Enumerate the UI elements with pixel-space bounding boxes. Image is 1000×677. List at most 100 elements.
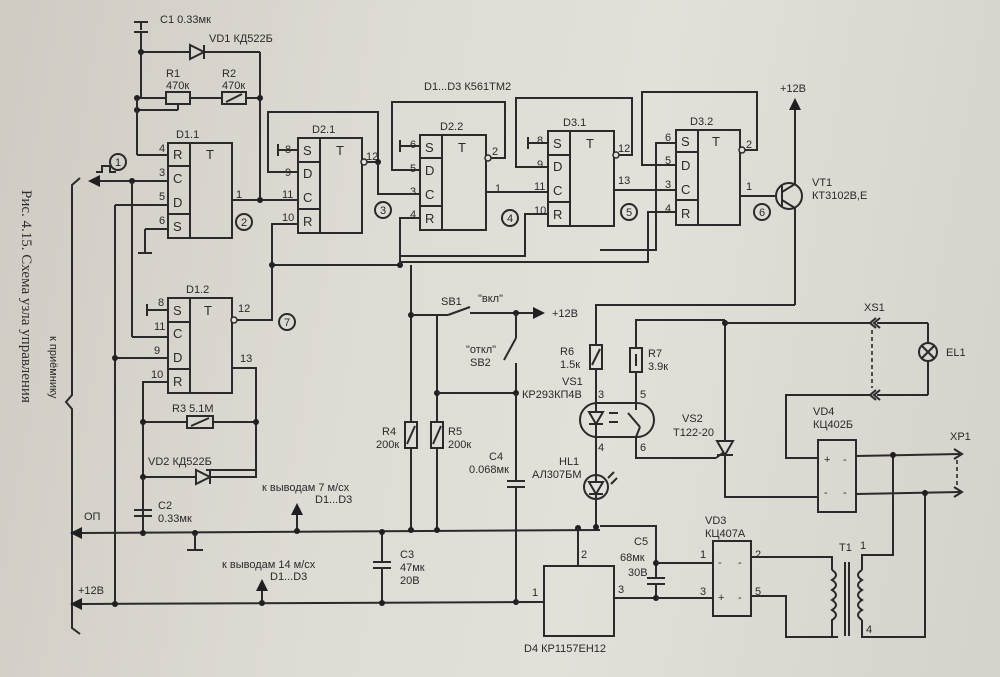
- svg-text:4: 4: [665, 203, 671, 215]
- svg-text:9: 9: [537, 159, 543, 171]
- svg-text:10: 10: [534, 205, 546, 217]
- test-point-2: 2: [235, 213, 253, 231]
- svg-text:C5: C5: [634, 536, 648, 548]
- receiver-brace: [64, 177, 81, 635]
- svg-text:T: T: [712, 134, 720, 149]
- svg-text:200к: 200к: [448, 439, 471, 451]
- svg-text:R7: R7: [648, 348, 662, 360]
- svg-text:C: C: [425, 187, 434, 202]
- svg-text:6: 6: [759, 207, 765, 219]
- svg-text:11: 11: [534, 181, 545, 193]
- svg-text:S: S: [303, 143, 312, 158]
- transistor-vt1: +12В VT1 КТ3102В,Е: [740, 83, 867, 305]
- svg-text:VS2: VS2: [682, 413, 703, 425]
- flipflop-d1-1: D1.1 R C D S T 4 3 5 6 1: [159, 129, 242, 239]
- svg-text:S: S: [553, 136, 562, 151]
- optocoupler-vs1: VS1 КР293КП4В 3 4 5 6: [522, 376, 716, 470]
- svg-text:к выводам 14 м/сх: к выводам 14 м/сх: [222, 559, 316, 571]
- svg-text:R: R: [173, 374, 182, 389]
- svg-text:3: 3: [410, 186, 416, 198]
- diode-vd1: VD1 КД522Б: [141, 33, 273, 200]
- svg-text:-: -: [824, 487, 828, 499]
- test-point-3: 3: [374, 201, 392, 219]
- svg-text:470к: 470к: [166, 80, 189, 92]
- svg-text:HL1: HL1: [559, 456, 579, 468]
- capacitor-c4: C4 0.068мк: [469, 393, 525, 602]
- svg-text:-: -: [718, 557, 722, 569]
- common-rail: ОП: [70, 511, 601, 539]
- svg-text:68мк: 68мк: [620, 552, 645, 564]
- svg-text:S: S: [681, 134, 690, 149]
- test-point-1: 1: [109, 153, 127, 171]
- svg-text:D: D: [425, 163, 434, 178]
- test-point-6: 6: [753, 203, 771, 221]
- svg-text:30В: 30В: [628, 567, 648, 579]
- svg-text:D: D: [681, 158, 690, 173]
- svg-text:T: T: [204, 303, 212, 318]
- svg-text:3: 3: [598, 389, 604, 401]
- svg-text:7: 7: [284, 317, 290, 329]
- svg-text:"вкл": "вкл": [478, 293, 503, 305]
- svg-text:5: 5: [159, 191, 165, 203]
- svg-text:к выводам 7 м/сх: к выводам 7 м/сх: [262, 482, 350, 494]
- svg-text:0.33мк: 0.33мк: [158, 513, 192, 525]
- svg-text:3: 3: [159, 167, 165, 179]
- svg-text:+12В: +12В: [552, 308, 578, 320]
- svg-text:R3 5.1М: R3 5.1М: [172, 403, 214, 415]
- resistor-r3: R3 5.1М: [143, 403, 256, 429]
- svg-text:C4: C4: [489, 451, 503, 463]
- receiver-label: к приёмнику: [47, 336, 59, 399]
- svg-text:3: 3: [665, 179, 671, 191]
- svg-text:R: R: [303, 214, 312, 229]
- pins14-arrow: к выводам 14 м/сх D1...D3: [222, 559, 316, 606]
- svg-text:5: 5: [755, 586, 761, 598]
- svg-text:T: T: [206, 147, 214, 162]
- svg-text:-: -: [843, 454, 847, 466]
- svg-text:C2: C2: [158, 500, 172, 512]
- svg-text:T1: T1: [839, 542, 852, 554]
- svg-text:D2.1: D2.1: [312, 124, 335, 136]
- svg-text:5: 5: [665, 155, 671, 167]
- plus12-rail: +12В: [70, 585, 541, 610]
- svg-text:D: D: [173, 195, 182, 210]
- svg-text:R: R: [681, 206, 690, 221]
- resistor-r6: R6 1.5к: [560, 305, 603, 400]
- svg-text:1.5к: 1.5к: [560, 359, 580, 371]
- input-arrow: [88, 175, 100, 187]
- regulator-d4: 2 1 3 D4 КР1157ЕН12: [516, 528, 656, 655]
- diode-vd2: VD2 КД522Б: [143, 456, 257, 486]
- capacitor-c3: C3 47мк 20В: [373, 532, 425, 603]
- svg-text:R: R: [425, 211, 434, 226]
- svg-text:D1...D3: D1...D3: [315, 494, 352, 506]
- svg-text:"откл": "откл": [466, 344, 496, 356]
- flipflop-d3-2: D3.2 S D C R T 6 5 3 4 2 1: [665, 116, 752, 226]
- svg-text:КТ3102В,Е: КТ3102В,Е: [812, 190, 867, 202]
- plug-xp1[interactable]: XP1: [950, 431, 971, 498]
- svg-text:D3.1: D3.1: [563, 117, 586, 129]
- led-hl1: HL1 АЛ307БМ: [532, 456, 618, 525]
- svg-text:47мк: 47мк: [400, 562, 425, 574]
- svg-text:6: 6: [665, 132, 671, 144]
- svg-text:VD2 КД522Б: VD2 КД522Б: [148, 456, 212, 468]
- svg-text:10: 10: [282, 212, 294, 224]
- svg-text:20В: 20В: [400, 575, 420, 587]
- switch-sb2[interactable]: "откл" SB2: [466, 313, 519, 396]
- svg-text:T: T: [458, 140, 466, 155]
- resistor-r4: R4 200к: [376, 315, 418, 530]
- svg-text:SB2: SB2: [470, 357, 491, 369]
- svg-text:-: -: [843, 487, 847, 499]
- svg-text:VD3: VD3: [705, 515, 726, 527]
- ic-family-label: D1...D3 К561ТМ2: [424, 81, 511, 93]
- svg-text:-: -: [738, 592, 742, 604]
- svg-text:R: R: [173, 147, 182, 162]
- svg-text:R5: R5: [448, 426, 462, 438]
- svg-text:EL1: EL1: [946, 347, 966, 359]
- svg-text:Т122-20: Т122-20: [673, 427, 714, 439]
- switch-sb1[interactable]: SB1 "вкл" +12В: [441, 293, 578, 320]
- flipflop-d2-2: D2.2 S D C R T 6 5 3 4 2 1: [410, 121, 501, 231]
- svg-text:C: C: [681, 182, 690, 197]
- svg-text:1: 1: [236, 189, 242, 201]
- svg-text:+12В: +12В: [780, 83, 806, 95]
- svg-text:10: 10: [151, 369, 163, 381]
